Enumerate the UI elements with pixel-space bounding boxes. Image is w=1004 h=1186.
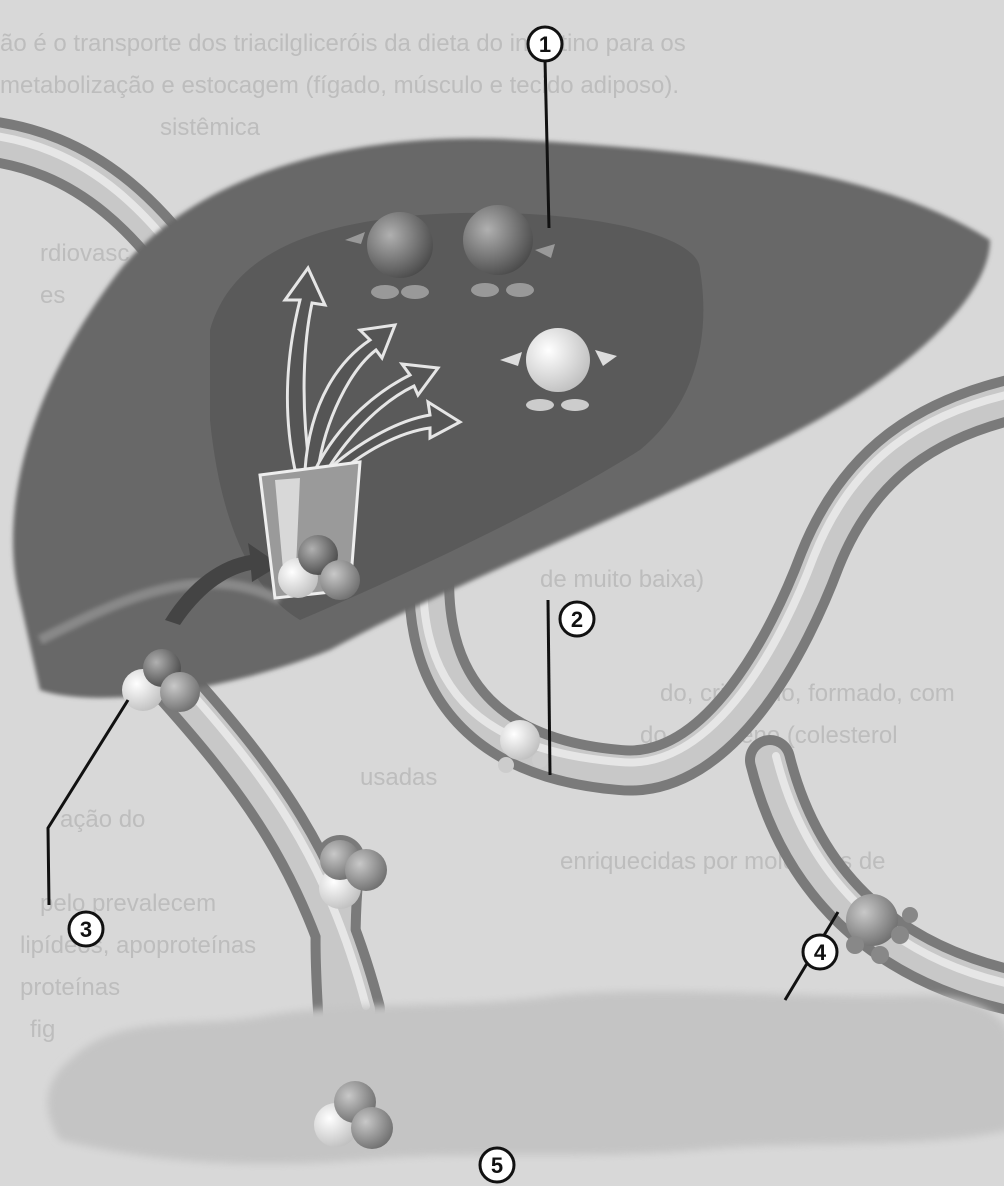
callout-3: 3 (69, 912, 103, 946)
intestine (48, 991, 1004, 1163)
svg-text:1: 1 (539, 32, 551, 57)
svg-text:3: 3 (80, 917, 92, 942)
cluster-vessel-left (319, 840, 387, 909)
svg-text:4: 4 (814, 940, 827, 965)
callout-5: 5 (480, 1148, 514, 1182)
callout-2: 2 (560, 602, 594, 636)
callout-4: 4 (803, 935, 837, 969)
callout-1: 1 (528, 27, 562, 61)
svg-text:5: 5 (491, 1153, 503, 1178)
svg-text:2: 2 (571, 607, 583, 632)
